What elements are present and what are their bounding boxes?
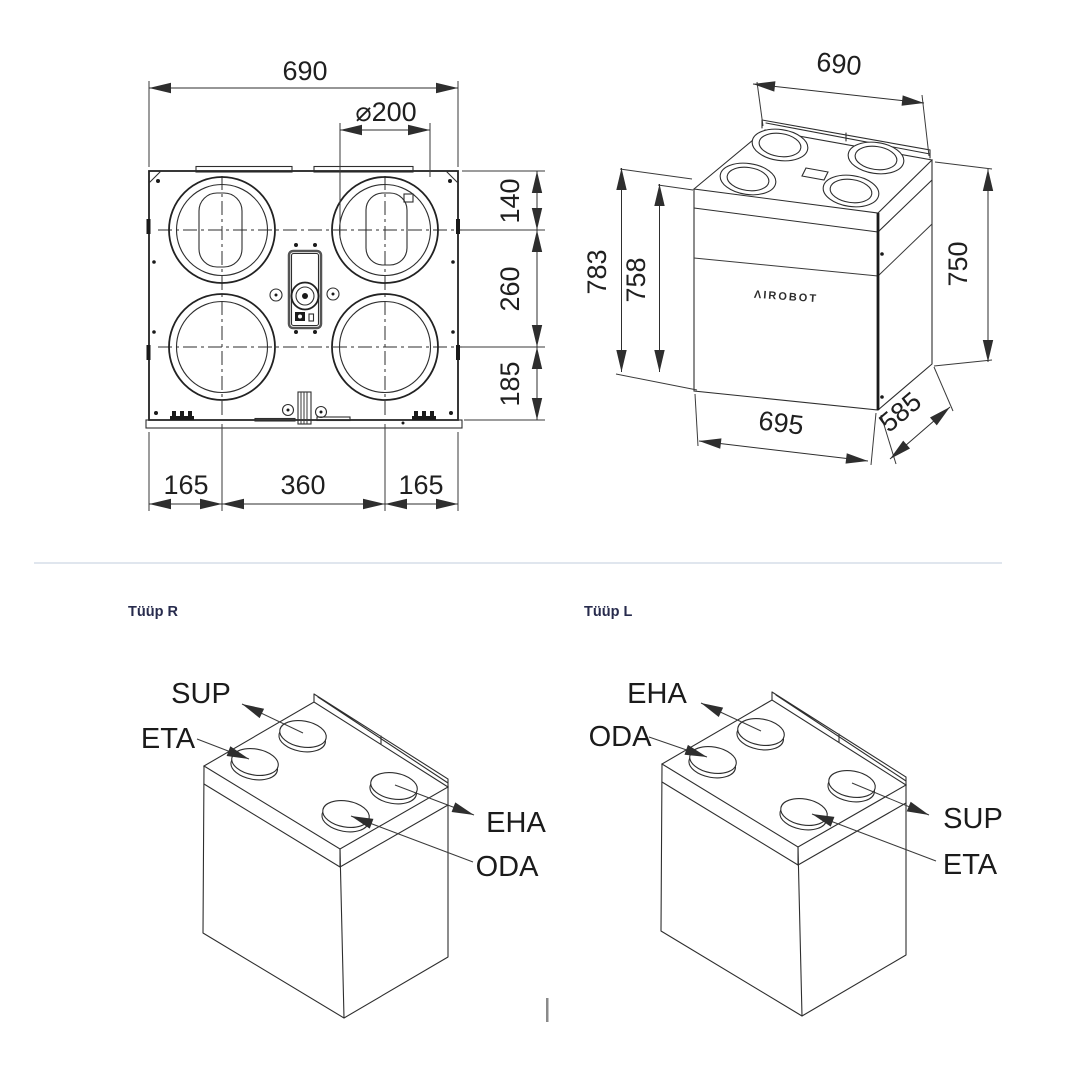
type-r-port-front-label: ODA (476, 851, 540, 883)
type-l-port-left-label: ODA (589, 721, 653, 753)
type-l-heading: Tüüp L (584, 604, 632, 620)
iso-dim-695: 695 (694, 393, 877, 466)
dim-width-690: 690 (148, 56, 459, 167)
brand-logo: ΛIROBOT (754, 289, 819, 305)
type-l-unit-drawing (660, 691, 907, 1017)
type-l-port-front-label: ETA (943, 849, 998, 881)
iso-dim-750: 750 (933, 161, 994, 367)
panel-screw-left (269, 288, 283, 302)
iso-dim-585-label: 585 (873, 386, 927, 438)
foot-bracket-left (170, 411, 194, 420)
type-r-unit-drawing (202, 693, 449, 1019)
port-bottom-left (168, 293, 276, 401)
iso-electrical-box (801, 167, 829, 181)
iso-top-ports (719, 128, 905, 208)
bottom-center-hardware (254, 391, 351, 425)
iso-dim-783-label: 783 (582, 249, 612, 294)
top-view-dimensions: 690 ⌀200 140 260 185 (148, 56, 545, 511)
type-r-heading: Tüüp R (128, 604, 178, 620)
iso-dim-695-label: 695 (757, 405, 805, 440)
port-top-left (168, 176, 276, 284)
iso-dim-585: 585 (873, 366, 954, 465)
iso-dim-750-label: 750 (943, 241, 973, 286)
type-l-section: Tüüp L EHA ODA SUP ETA (584, 604, 1003, 1017)
iso-unit-body: ΛIROBOT (692, 119, 934, 411)
type-l-port-back-label: EHA (627, 678, 687, 710)
port-bottom-right (331, 293, 439, 401)
iso-dim-758-label: 758 (621, 257, 651, 302)
iso-dim-783: 783 (582, 168, 698, 391)
dim-bottom-mid-label: 360 (280, 470, 325, 500)
type-l-port-right-label: SUP (943, 803, 1003, 835)
type-r-port-back-label: SUP (171, 678, 231, 710)
control-panel (269, 243, 340, 334)
dim-right-mid-label: 260 (495, 266, 525, 311)
iso-view-drawing: ΛIROBOT 690 783 758 (582, 47, 994, 466)
top-view-ports (168, 176, 439, 401)
dim-right-top-label: 140 (495, 178, 525, 223)
dim-diameter-200: ⌀200 (339, 97, 431, 238)
dim-bottom-right-label: 165 (398, 470, 443, 500)
top-view-drawing: 690 ⌀200 140 260 185 (145, 56, 545, 511)
top-view-centerlines (158, 176, 537, 418)
dims-bottom-chain: 165 360 165 (148, 424, 459, 511)
type-r-port-right-label: EHA (486, 807, 546, 839)
cursor-artifact (546, 998, 549, 1022)
dims-right-chain: 140 260 185 (462, 170, 545, 421)
iso-dim-690: 690 (752, 47, 930, 157)
dim-bottom-left-label: 165 (163, 470, 208, 500)
iso-dimensions: 690 783 758 750 (582, 47, 994, 466)
dim-diameter-label: ⌀200 (355, 97, 416, 127)
dim-width-label: 690 (282, 56, 327, 86)
type-r-port-left-label: ETA (141, 723, 196, 755)
type-l-leaders (648, 702, 937, 862)
iso-dim-690-label: 690 (815, 47, 863, 82)
panel-screw-right (326, 287, 340, 301)
dim-right-bottom-label: 185 (495, 361, 525, 406)
foot-bracket-right (412, 411, 436, 420)
type-r-section: Tüüp R SUP ETA EHA ODA (128, 604, 546, 1019)
iso-dim-758: 758 (621, 184, 694, 372)
type-r-leaders (196, 703, 475, 863)
